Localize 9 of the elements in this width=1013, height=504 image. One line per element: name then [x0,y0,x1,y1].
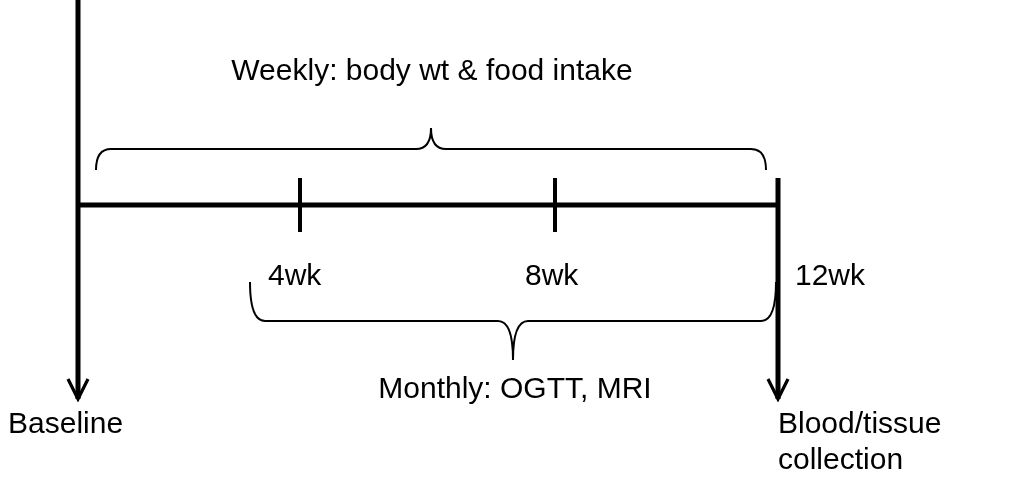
time-label: 4wk [268,257,322,293]
time-label: 12wk [795,257,866,293]
node-label: Baseline [8,406,124,439]
arrow [766,178,790,401]
annotation-text: Weekly: body wt & food intake [231,52,633,88]
node-label: Blood/tissue collection [778,406,942,475]
time-label: 8wk [525,257,579,293]
arrow [66,0,90,401]
annotation-text: Monthly: OGTT, MRI [378,370,652,406]
